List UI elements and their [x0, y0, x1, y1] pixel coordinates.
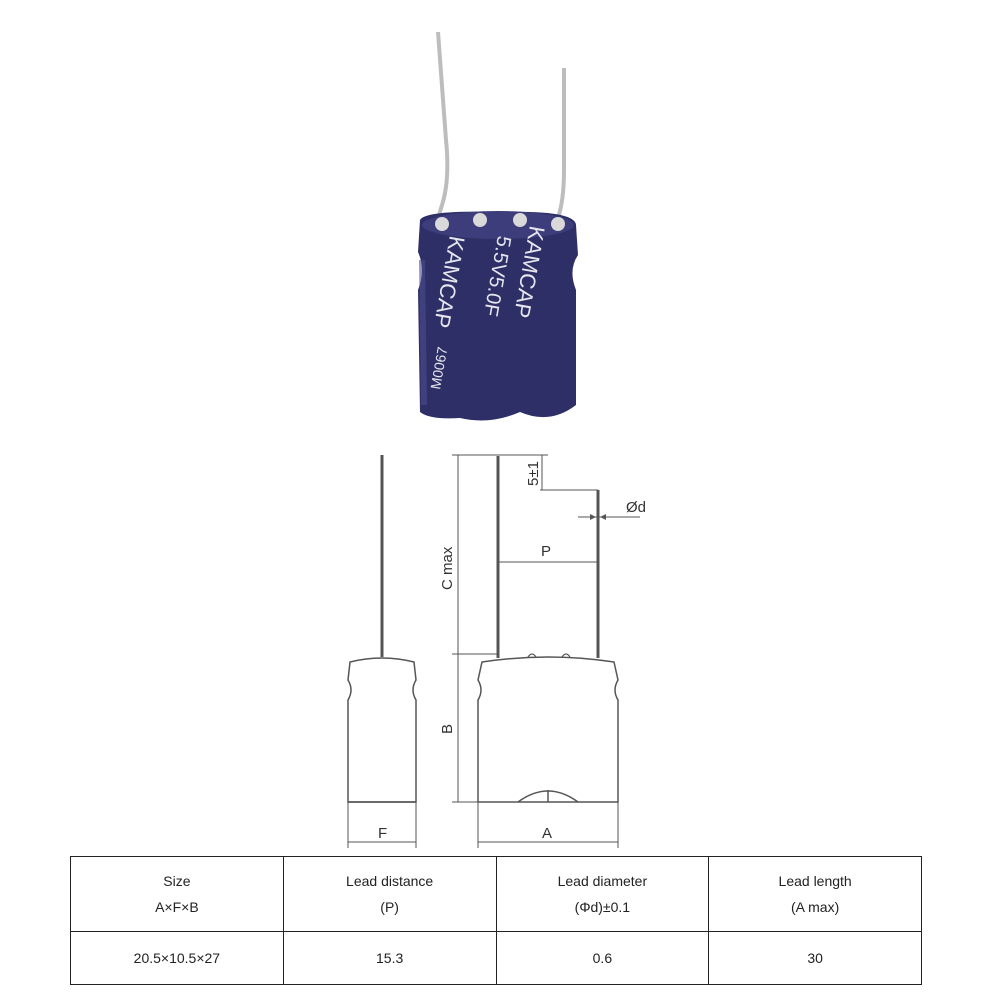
dim-d-arrow-right — [600, 514, 606, 520]
dim-d-arrow-left — [590, 514, 596, 520]
value-lead-diameter: 0.6 — [495, 931, 710, 985]
terminal-2 — [473, 213, 487, 227]
front-bump-1 — [527, 653, 537, 658]
header-lead-distance-line2: (P) — [380, 899, 399, 915]
dim-5-label: 5±1 — [525, 461, 542, 486]
header-size-line1: Size — [163, 873, 191, 889]
dim-f-label: F — [378, 825, 387, 842]
header-lead-diameter-line2: (Φd)±0.1 — [574, 899, 631, 915]
dim-b-label: B — [439, 724, 456, 734]
terminal-4 — [551, 217, 565, 231]
body-highlight — [419, 259, 427, 406]
header-size: Size A×F×B — [70, 856, 284, 932]
dimension-drawing: F C max B 5±1 P Ød A — [347, 454, 646, 848]
header-lead-length: Lead length (A max) — [708, 856, 922, 932]
capacitor-top — [422, 211, 574, 239]
dim-a-label: A — [542, 825, 552, 842]
header-lead-diameter-line1: Lead diameter — [557, 873, 648, 889]
value-lead-distance: 15.3 — [282, 931, 497, 985]
value-lead-length: 30 — [708, 931, 922, 985]
capacitor-body — [418, 211, 578, 421]
spec-value-row: 20.5×10.5×27 15.3 0.6 30 — [70, 931, 922, 985]
spec-header-row: Size A×F×B Lead distance (P) Lead diamet… — [70, 856, 922, 932]
header-lead-length-line2: (A max) — [791, 899, 840, 915]
terminal-3 — [513, 213, 527, 227]
header-lead-length-line1: Lead length — [778, 873, 852, 889]
spec-table: Size A×F×B Lead distance (P) Lead diamet… — [70, 856, 922, 985]
dim-p-label: P — [541, 543, 551, 560]
header-lead-distance-line1: Lead distance — [346, 873, 434, 889]
value-size: 20.5×10.5×27 — [70, 931, 284, 985]
side-body — [347, 657, 417, 803]
dim-c-label: C max — [439, 546, 456, 590]
dim-d-label: Ød — [626, 499, 646, 516]
lead-left — [434, 31, 450, 226]
front-body — [477, 656, 619, 803]
lead-right — [556, 68, 566, 219]
header-lead-diameter: Lead diameter (Φd)±0.1 — [495, 856, 710, 932]
print-side-code: M0067 — [427, 345, 450, 390]
terminal-1 — [435, 217, 449, 231]
header-size-line2: A×F×B — [155, 899, 199, 915]
header-lead-distance: Lead distance (P) — [282, 856, 497, 932]
front-bump-2 — [561, 653, 571, 658]
capacitor-photo: KAMCAP 5.5V5.0F KAMCAP M0067 — [418, 31, 578, 421]
